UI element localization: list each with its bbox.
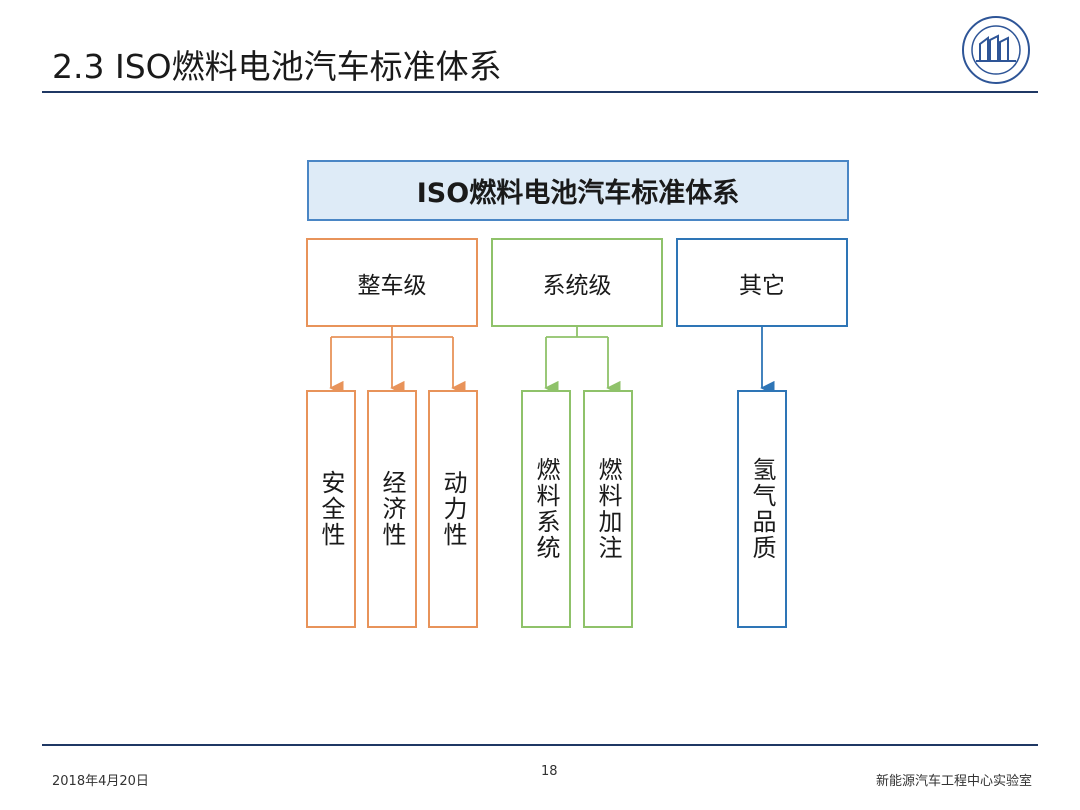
university-seal-logo [962,16,1030,84]
leaf-economy: 经济性 [367,390,417,628]
category-other: 其它 [676,238,848,327]
footer-organization: 新能源汽车工程中心实验室 [875,774,1032,789]
leaf-refueling: 燃料加注 [583,390,633,628]
header-divider [42,91,1038,93]
leaf-fuel-system: 燃料系统 [521,390,571,628]
category-system-level: 系统级 [491,238,663,327]
leaf-power: 动力性 [428,390,478,628]
footer-date: 2018年4月20日 [52,774,149,789]
category-vehicle-level: 整车级 [306,238,478,327]
slide-title: 2.3 ISO燃料电池汽车标准体系 [52,47,502,86]
diagram-root-box: ISO燃料电池汽车标准体系 [307,160,849,221]
leaf-hydrogen-quality: 氢气品质 [737,390,787,628]
leaf-safety: 安全性 [306,390,356,628]
page-number: 18 [541,764,558,779]
footer-divider [42,744,1038,746]
